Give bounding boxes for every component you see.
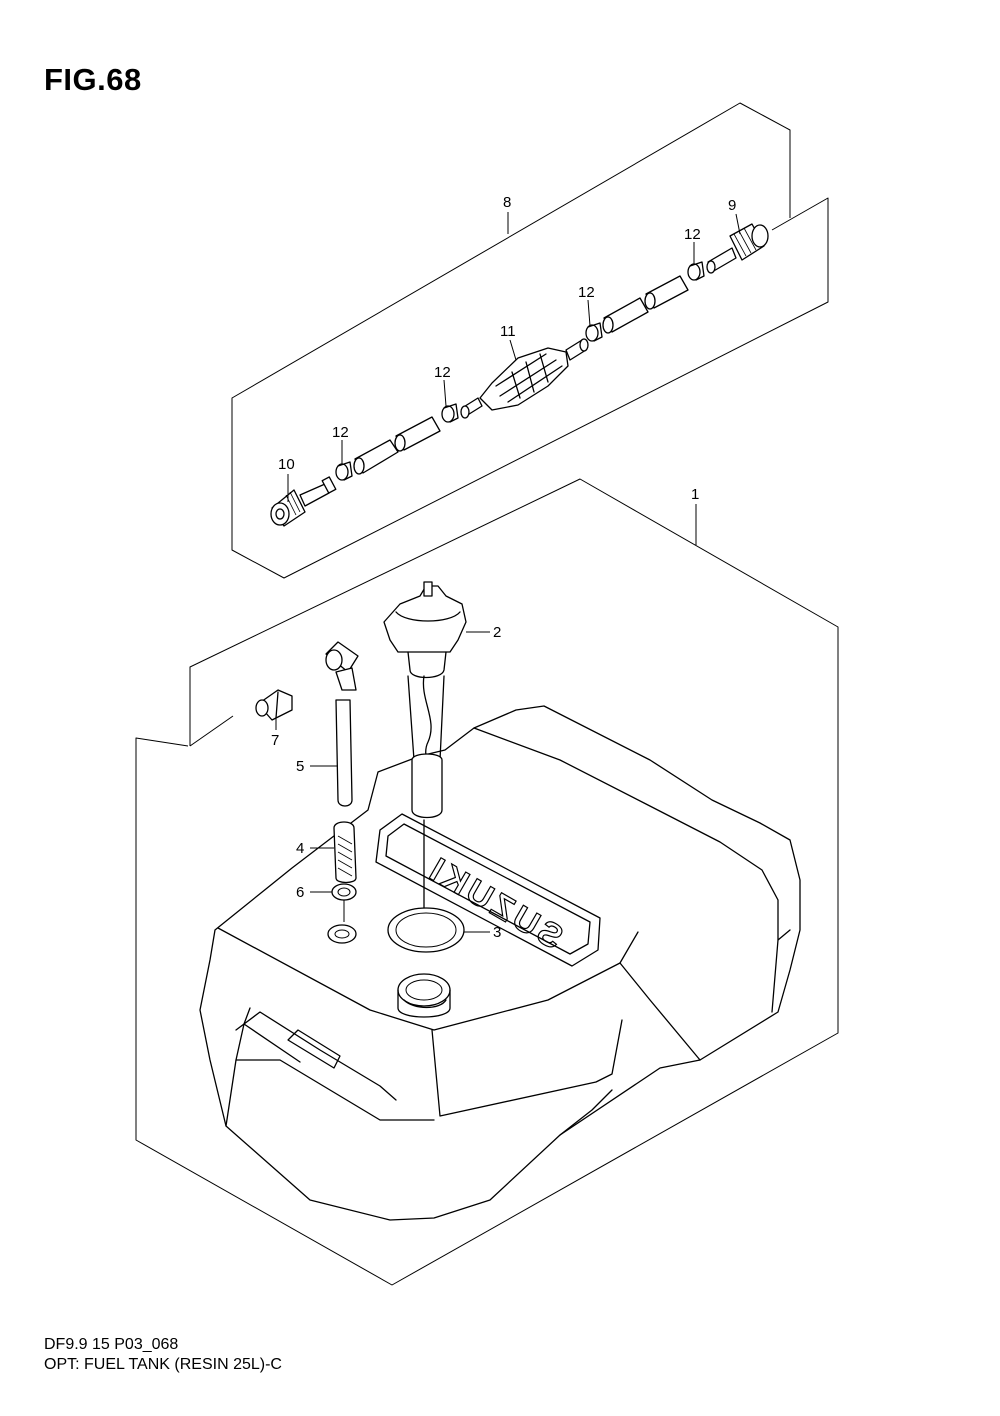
connector-tank-side xyxy=(706,223,769,274)
callout-1: 1 xyxy=(691,486,699,503)
washer xyxy=(327,883,357,944)
callout-12-d: 12 xyxy=(684,226,701,243)
callout-11: 11 xyxy=(500,323,516,340)
callout-9: 9 xyxy=(728,197,736,214)
callout-2: 2 xyxy=(493,624,501,641)
suction-pipe xyxy=(325,641,359,807)
fuel-fitting xyxy=(255,689,293,730)
fuel-gauge-cap xyxy=(383,581,467,951)
figure-caption: OPT: FUEL TANK (RESIN 25L)-C xyxy=(44,1356,282,1373)
o-ring xyxy=(387,907,465,953)
fuel-hose-segment xyxy=(602,275,689,334)
callout-12-a: 12 xyxy=(332,424,349,441)
connector-engine-side xyxy=(270,476,337,527)
callout-7: 7 xyxy=(271,732,279,749)
fuel-line-assembly-frame xyxy=(231,102,829,579)
callout-3: 3 xyxy=(493,924,501,941)
callout-labels: 1 2 3 4 5 6 7 8 9 10 11 12 12 12 12 xyxy=(271,194,736,941)
callout-12-c: 12 xyxy=(578,284,595,301)
callout-leaders xyxy=(287,212,741,933)
callout-12-b: 12 xyxy=(434,364,451,381)
callout-4: 4 xyxy=(296,840,304,857)
tank-assembly-frame xyxy=(135,478,839,1286)
figure-title: FIG.68 xyxy=(44,62,142,97)
fuel-tank-body: SUZUKI xyxy=(199,705,801,1221)
hose-clamp xyxy=(687,261,705,281)
primer-bulb xyxy=(460,338,589,419)
fuel-filter xyxy=(333,821,357,922)
callout-5: 5 xyxy=(296,758,304,775)
callout-10: 10 xyxy=(278,456,295,473)
hose-clamp xyxy=(335,461,353,481)
callout-6: 6 xyxy=(296,884,304,901)
callout-8: 8 xyxy=(503,194,511,211)
model-code: DF9.9 15 P03_068 xyxy=(44,1336,179,1353)
hose-clamp xyxy=(585,322,603,342)
hose-clamp xyxy=(441,403,459,423)
figure-footer: DF9.9 15 P03_068 OPT: FUEL TANK (RESIN 2… xyxy=(44,1335,282,1375)
fuel-hose-segment xyxy=(353,416,441,475)
